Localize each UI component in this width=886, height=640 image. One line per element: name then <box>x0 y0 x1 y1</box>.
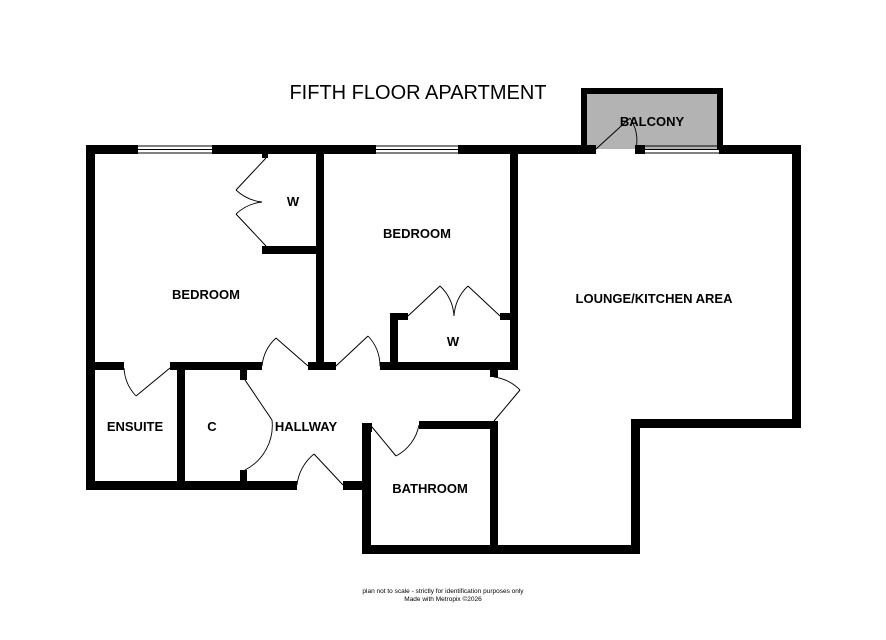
footer-disclaimer: plan not to scale - strictly for identif… <box>362 588 524 595</box>
windows <box>138 145 719 154</box>
wall-wardrobe-center-top-right <box>500 313 518 320</box>
jamb-cupboard-bottom <box>240 470 247 484</box>
window-lounge <box>645 145 719 154</box>
wall-wardrobe-center-top-left <box>390 313 408 320</box>
wall-top-4 <box>635 145 645 154</box>
label-wardrobe-left: W <box>287 194 300 209</box>
wall-step-vertical <box>631 419 640 554</box>
wall-top-3 <box>458 145 596 154</box>
door-bathroom <box>371 424 420 457</box>
wall-hall-top-2 <box>380 362 518 370</box>
label-cupboard: C <box>207 419 217 434</box>
window-bedroom-center <box>376 145 458 154</box>
door-cupboard <box>244 379 273 471</box>
balcony-wall-top <box>581 88 723 94</box>
wall-right <box>792 145 801 427</box>
room-labels: BALCONY BEDROOM W BEDROOM W LOUNGE/KITCH… <box>107 114 733 496</box>
wall-hall-top-1 <box>308 362 336 370</box>
interior-walls <box>86 150 518 551</box>
wall-ensuite-top-left <box>86 362 124 370</box>
label-lounge: LOUNGE/KITCHEN AREA <box>576 291 734 306</box>
door-bedroom-left <box>261 337 309 367</box>
wall-left <box>86 145 95 490</box>
doors <box>123 117 638 486</box>
balcony-wall-right <box>717 88 723 149</box>
wall-bedroom-lounge <box>510 150 518 369</box>
door-balcony <box>595 117 638 150</box>
door-ensuite <box>123 367 171 397</box>
exterior-walls <box>86 145 801 554</box>
door-wardrobe-center <box>407 285 501 317</box>
label-bathroom: BATHROOM <box>392 481 468 496</box>
wall-ensuite-cupboard <box>177 368 185 488</box>
wall-step-horizontal <box>631 419 801 428</box>
wall-bottom-mid <box>343 481 371 490</box>
label-hallway: HALLWAY <box>275 419 338 434</box>
wall-top-2 <box>212 145 376 154</box>
door-lounge <box>493 376 521 422</box>
footer-credit: Made with Metropix ©2026 <box>404 595 482 603</box>
label-ensuite: ENSUITE <box>107 419 164 434</box>
wall-top-1 <box>86 145 138 154</box>
window-bedroom-left <box>138 145 212 154</box>
balcony-area <box>581 88 723 149</box>
balcony <box>581 88 723 149</box>
wall-ensuite-top-right <box>170 362 262 370</box>
label-bedroom-left: BEDROOM <box>172 287 240 302</box>
label-balcony: BALCONY <box>620 114 685 129</box>
label-wardrobe-center: W <box>447 334 460 349</box>
door-bedroom-center <box>335 335 381 367</box>
balcony-wall-left <box>581 88 587 149</box>
wall-bathroom-top-right <box>419 421 498 429</box>
wall-bottom-left <box>86 481 297 490</box>
wall-wardrobe-center-left <box>390 313 398 369</box>
wall-top-5 <box>719 145 801 154</box>
jamb-cupboard-top <box>240 368 247 380</box>
wall-bottom-right <box>362 545 640 554</box>
wall-wardrobe-left-bottom <box>262 246 324 254</box>
jamb-lounge-door <box>490 368 498 377</box>
wall-bedrooms-divider <box>316 150 324 368</box>
wall-bathroom-lounge <box>490 421 498 551</box>
label-bedroom-center: BEDROOM <box>383 226 451 241</box>
wall-bathroom-top-left <box>362 423 372 432</box>
door-wardrobe-left <box>235 157 267 247</box>
plan-title: FIFTH FLOOR APARTMENT <box>289 82 546 104</box>
door-entrance <box>296 453 344 486</box>
jamb-wardrobe-left-top <box>262 150 268 158</box>
